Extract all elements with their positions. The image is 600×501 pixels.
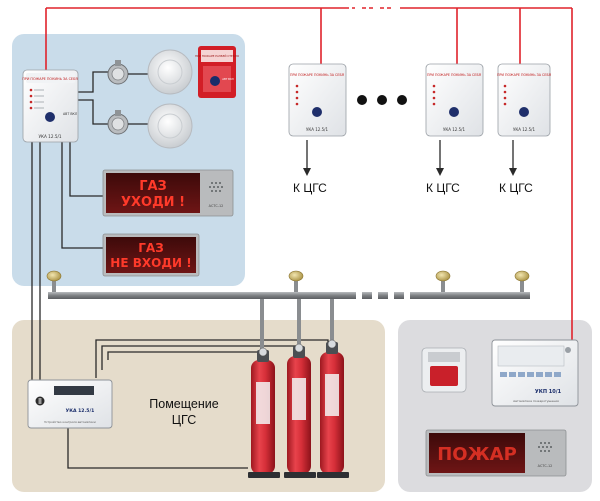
remote-unit-1: ПРИ ПОЖАРЕ ПОКИНЬ ЗА СЕБЯ УКА 12.5/1: [288, 63, 347, 137]
remote-unit-2-model: УКА 12.5/1: [443, 127, 466, 132]
nozzle-icon: [288, 270, 304, 292]
remote-unit-3: ПРИ ПОЖАРЕ ПОКИНЬ ЗА СЕБЯ УКА 12.5/1: [497, 63, 551, 137]
central-panel-model: УКП 10/1: [535, 389, 562, 395]
smoke-detector-icon: [147, 103, 193, 149]
nozzle-icon: [514, 270, 530, 292]
cgs-unit-caption: Устройство контроля автоматики: [44, 420, 96, 424]
panel-button[interactable]: [536, 372, 543, 377]
panel-button[interactable]: [527, 372, 534, 377]
panel-button[interactable]: [500, 372, 507, 377]
sign-fire-model: АСТС-12: [538, 464, 553, 468]
sign-gas-no-entry-line2: НЕ ВХОДИ !: [110, 256, 191, 270]
unit-button[interactable]: [45, 112, 55, 122]
arrow-down-icon: [509, 168, 517, 176]
sign-gas-no-entry: ГАЗ НЕ ВХОДИ !: [102, 233, 200, 277]
arrow-heads: [303, 168, 517, 176]
panel-button[interactable]: [509, 372, 516, 377]
sign-gas-leave: ГАЗ УХОДИ ! АСТС-12: [102, 169, 234, 217]
sign-fire: ПОЖАР АСТС-12: [425, 429, 567, 477]
unit-button[interactable]: [312, 107, 322, 117]
ellipsis-dots-icon: [357, 95, 407, 105]
control-unit-header: ПРИ ПОЖАРЕ ПОКИНЬ ЗА СЕБЯ: [22, 77, 78, 81]
manual-call-point: ПРИ ПОЖАРЕ РАЗБЕЙ СТЕКЛО АВТ ВКЛ: [195, 46, 240, 98]
call-point-button-label: АВТ ВКЛ: [222, 77, 234, 81]
alarm-wires: [45, 7, 573, 353]
sign-gas-leave-model: АСТС-12: [209, 204, 224, 208]
arrow-down-icon: [436, 168, 444, 176]
gas-pipe: [48, 292, 530, 349]
control-unit-model: УКА 12.5/1: [38, 134, 61, 139]
panel-button[interactable]: [545, 372, 552, 377]
sign-gas-leave-line2: УХОДИ !: [121, 195, 185, 210]
cgs-unit-model: УКА 12.5/1: [66, 408, 95, 414]
siren-light-icon: [421, 347, 467, 393]
sign-gas-no-entry-line1: ГАЗ: [138, 241, 163, 255]
remote-unit-3-header: ПРИ ПОЖАРЕ ПОКИНЬ ЗА СЕБЯ: [497, 73, 551, 77]
remote-unit-1-header: ПРИ ПОЖАРЕ ПОКИНЬ ЗА СЕБЯ: [290, 73, 344, 77]
nozzle-icon: [46, 270, 62, 292]
call-point-button[interactable]: [210, 76, 220, 86]
key-switch-icon: [35, 396, 45, 406]
sign-fire-text: ПОЖАР: [437, 444, 517, 465]
unit-button[interactable]: [519, 107, 529, 117]
gas-cylinder: [248, 347, 280, 478]
cgs-control-unit: УКА 12.5/1 Устройство контроля автоматик…: [27, 379, 113, 429]
gas-sensor-icon: [107, 110, 129, 135]
remote-unit-1-label: К ЦГС: [293, 181, 327, 195]
unit-button[interactable]: [449, 107, 459, 117]
gas-cylinder: [284, 343, 316, 478]
central-fire-panel: УКП 10/1 Автоматика пожаротушения: [491, 339, 579, 407]
room-label-line1: Помещение: [149, 397, 218, 411]
speaker-grille-icon: [538, 442, 552, 452]
arrow-down-icon: [303, 168, 311, 176]
smoke-detector-icon: [147, 49, 193, 95]
unit-button-label: АВТ ВКЛ: [63, 112, 78, 116]
control-unit-main: ПРИ ПОЖАРЕ ПОКИНЬ ЗА СЕБЯ АВТ ВКЛ УКА 12…: [22, 69, 78, 143]
sign-gas-leave-line1: ГАЗ: [139, 179, 167, 194]
panel-button[interactable]: [554, 372, 561, 377]
panel-button[interactable]: [518, 372, 525, 377]
central-panel-caption: Автоматика пожаротушения: [513, 399, 559, 403]
remote-unit-3-model: УКА 12.5/1: [513, 127, 536, 132]
remote-unit-1-model: УКА 12.5/1: [306, 127, 329, 132]
room-label-line2: ЦГС: [172, 413, 196, 427]
remote-unit-2-header: ПРИ ПОЖАРЕ ПОКИНЬ ЗА СЕБЯ: [427, 73, 481, 77]
speaker-grille-icon: [209, 182, 223, 192]
gas-cylinder: [317, 339, 349, 478]
remote-unit-2: ПРИ ПОЖАРЕ ПОКИНЬ ЗА СЕБЯ УКА 12.5/1: [425, 63, 484, 137]
remote-unit-2-label: К ЦГС: [426, 181, 460, 195]
manual-call-point-text: ПРИ ПОЖАРЕ РАЗБЕЙ СТЕКЛО: [195, 53, 240, 58]
nozzle-icon: [435, 270, 451, 292]
remote-unit-3-label: К ЦГС: [499, 181, 533, 195]
panel-button-row: [500, 372, 561, 377]
